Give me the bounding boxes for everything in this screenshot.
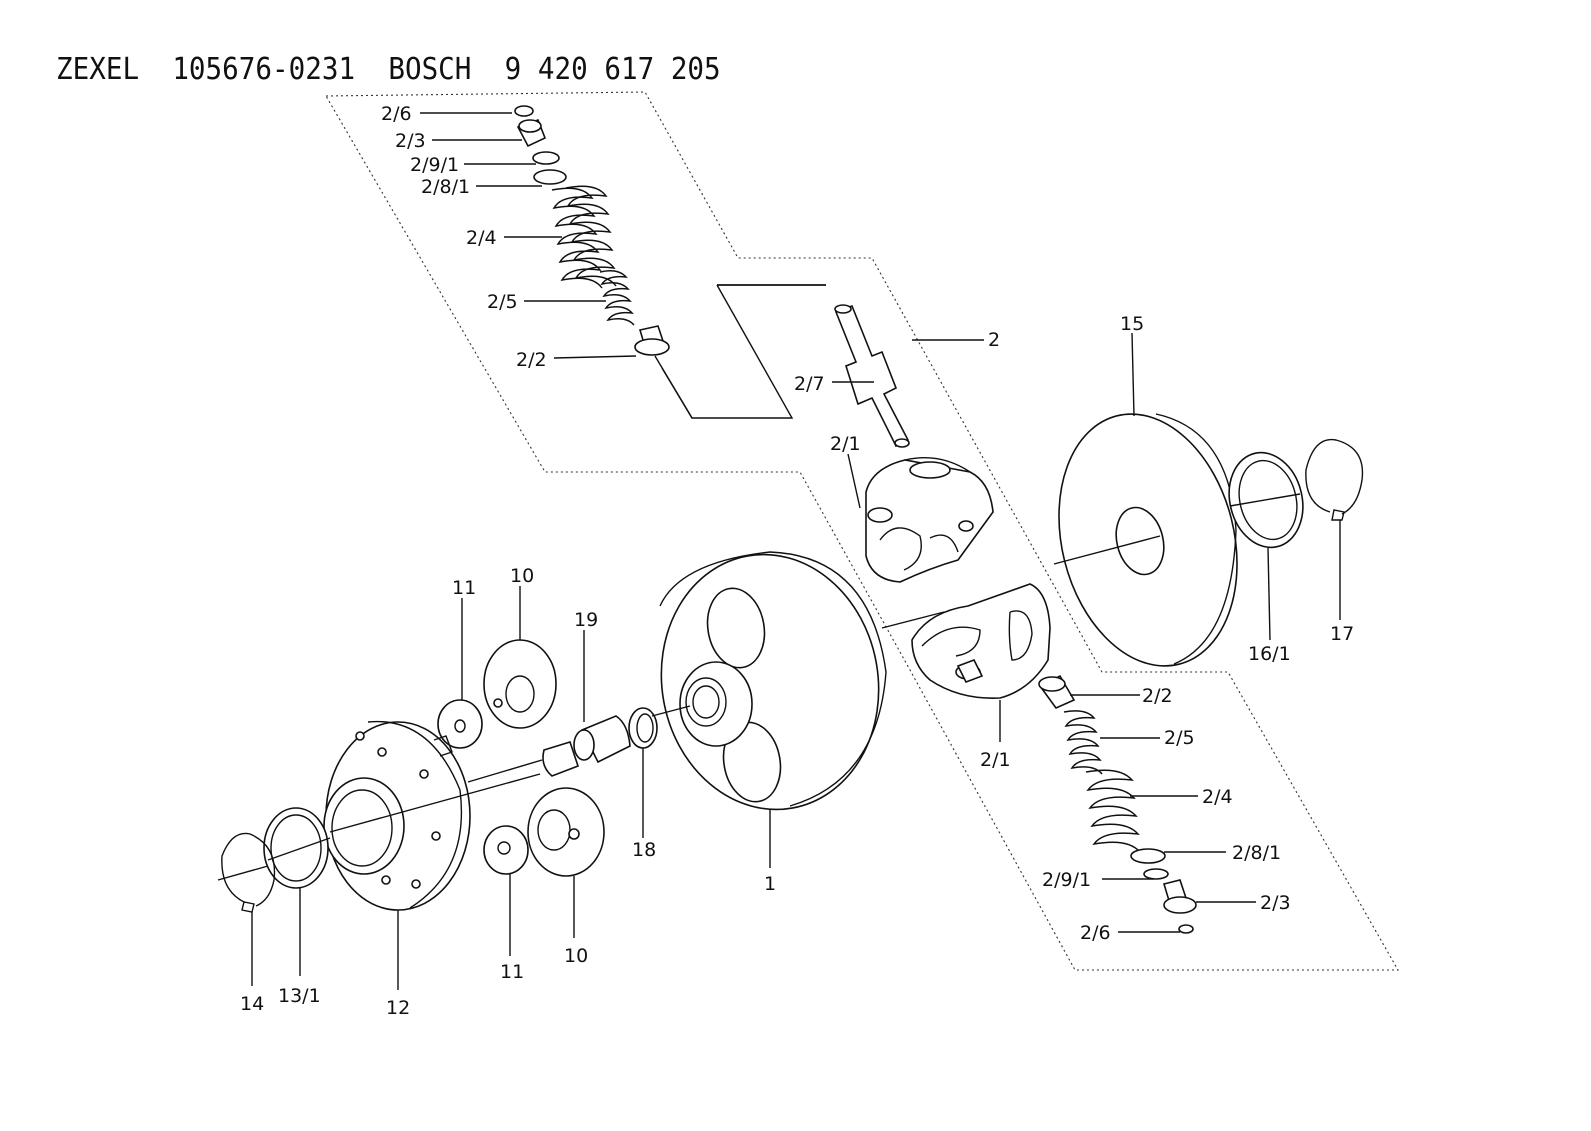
- callout-shaft-2-7: 2/7: [794, 373, 825, 395]
- callout-upper-2-8-1: 2/8/1: [421, 176, 470, 198]
- callout-top-10: 10: [510, 565, 534, 587]
- bush-19: [542, 715, 631, 777]
- shaft-2-7: [834, 304, 910, 448]
- callout-lower-2-6: 2/6: [1080, 922, 1111, 944]
- ring-13-1: [263, 807, 331, 889]
- callout-ring-16-1: 16/1: [1248, 643, 1291, 665]
- axis-line-body: [881, 611, 945, 629]
- callout-upper-2-5: 2/5: [487, 291, 518, 313]
- callout-upper-2-3: 2/3: [395, 130, 426, 152]
- lower-washer-2-9-1: [1143, 868, 1169, 880]
- callout-lower-2-8-1: 2/8/1: [1232, 842, 1281, 864]
- lower-seat-2-8-1: [1130, 848, 1166, 864]
- callout-lower-2-9-1: 2/9/1: [1042, 869, 1091, 891]
- callout-upper-2-2: 2/2: [516, 349, 547, 371]
- lower-clip-2-6: [1178, 924, 1194, 934]
- callout-lower-2-5: 2/5: [1164, 727, 1195, 749]
- callout-circlip-17: 17: [1330, 623, 1354, 645]
- pump-body-upper-2-1: [865, 457, 994, 583]
- callout-circlip-14: 14: [240, 993, 264, 1015]
- ring-16-1: [1228, 451, 1304, 549]
- lower-spring-2-4: [1085, 769, 1141, 853]
- callout-lower-2-2: 2/2: [1142, 685, 1173, 707]
- upper-clip-2-6: [514, 105, 534, 117]
- upper-seat-2-8-1: [533, 169, 567, 185]
- pump-body-lower-2-1: [911, 583, 1051, 699]
- ring-11-bottom: [483, 825, 529, 875]
- callout-upper-2-6: 2/6: [381, 103, 412, 125]
- lower-valve-stack: [1038, 674, 1197, 934]
- axis-line-flange: [467, 759, 543, 783]
- callout-flange-12: 12: [386, 997, 410, 1019]
- callout-top-11: 11: [452, 577, 476, 599]
- ring-10-bottom: [527, 787, 605, 877]
- assembly-boundary-upper: [325, 91, 1399, 971]
- callout-lower-2-3: 2/3: [1260, 892, 1291, 914]
- ring-18: [628, 705, 691, 749]
- upper-valve-stack: [514, 105, 693, 419]
- upper-spring-2-4: [551, 187, 603, 289]
- callout-lower-2-1: 2/1: [980, 749, 1011, 771]
- upper-spring-2-5: [599, 270, 635, 326]
- lower-spring-2-5: [1063, 710, 1103, 775]
- callout-lower-2-4: 2/4: [1202, 786, 1233, 808]
- callout-upper-2-9-1: 2/9/1: [410, 154, 459, 176]
- ring-10-top: [483, 639, 557, 729]
- callout-housing-1: 1: [764, 873, 776, 895]
- callout-assembly-2: 2: [988, 329, 1000, 351]
- flange-12: [323, 720, 541, 911]
- callout-bottom-11: 11: [500, 961, 524, 983]
- upper-washer-2-9-1: [532, 151, 560, 165]
- housing-1: [659, 551, 887, 811]
- disc-15: [1053, 413, 1238, 667]
- page-title: ZEXEL 105676-0231 BOSCH 9 420 617 205: [56, 52, 721, 87]
- circlip-17: [1305, 438, 1364, 521]
- leader-lines: [251, 112, 1341, 990]
- circlip-14: [217, 832, 276, 913]
- callout-upper-2-1: 2/1: [830, 433, 861, 455]
- callout-bottom-10: 10: [564, 945, 588, 967]
- callout-ring-13-1: 13/1: [278, 985, 321, 1007]
- callout-ring-18: 18: [632, 839, 656, 861]
- callout-bush-19: 19: [574, 609, 598, 631]
- ring-11-top: [437, 699, 483, 749]
- shaft-guide-lines: [661, 284, 826, 419]
- callout-upper-2-4: 2/4: [466, 227, 497, 249]
- callout-disc-15: 15: [1120, 313, 1144, 335]
